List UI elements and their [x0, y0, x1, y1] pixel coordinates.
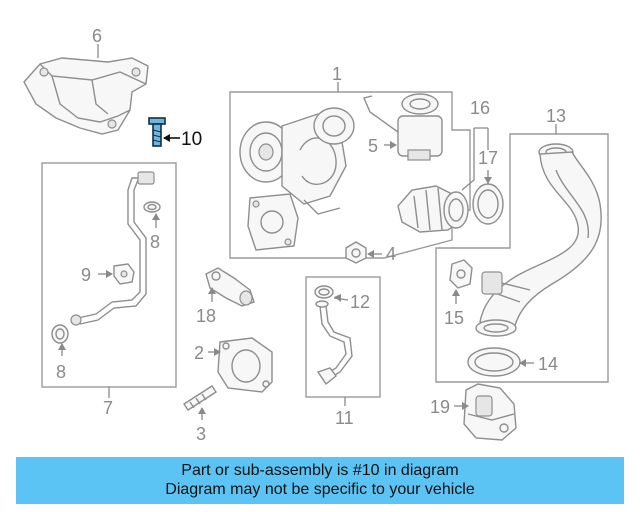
seal-ring-part-14 [467, 347, 521, 377]
callout-4: 4 [386, 244, 396, 264]
gasket-part-17 [472, 183, 504, 225]
callout-13: 13 [546, 106, 566, 126]
callout-1: 1 [332, 64, 342, 84]
bracket-part-9 [113, 263, 135, 285]
callout-8-upper: 8 [150, 232, 160, 252]
callout-7: 7 [103, 398, 113, 418]
washer-part-8-bottom [51, 324, 69, 344]
info-banner: Part or sub-assembly is #10 in diagram D… [16, 457, 624, 504]
bolt-part-10[interactable] [148, 117, 166, 147]
callout-16: 16 [470, 98, 490, 118]
intake-pipe-part-16 [397, 185, 469, 233]
callout-11: 11 [335, 408, 354, 428]
callout-18: 18 [196, 306, 216, 326]
turbocharger-part-1 [239, 107, 355, 251]
callout-14: 14 [538, 354, 558, 374]
callout-3: 3 [196, 424, 206, 444]
sensor-part-18 [205, 267, 255, 307]
callout-6: 6 [92, 26, 102, 46]
callout-2: 2 [194, 343, 204, 363]
group-box-11 [305, 276, 381, 398]
nut-part-4 [345, 241, 367, 264]
callout-9: 9 [81, 265, 91, 285]
callout-10: 10 [181, 129, 202, 150]
group-box-13 [435, 133, 609, 383]
callout-15: 15 [444, 308, 464, 328]
callout-19: 19 [430, 397, 450, 417]
actuator-part-5 [363, 93, 443, 161]
washer-part-8-top [143, 201, 161, 213]
gasket-part-12 [314, 285, 334, 299]
callout-5: 5 [368, 136, 378, 156]
banner-line-2: Diagram may not be specific to your vehi… [165, 481, 475, 498]
stud-part-3 [183, 385, 217, 411]
drain-line-part-11 [315, 300, 353, 386]
callout-17: 17 [478, 148, 498, 168]
callout-8-lower: 8 [56, 362, 66, 382]
heat-shield-part-6 [23, 57, 149, 135]
banner-line-1: Part or sub-assembly is #10 in diagram [181, 462, 459, 479]
callout-12: 12 [350, 292, 370, 312]
oil-line-part-7 [70, 171, 155, 326]
bracket-part-19 [463, 383, 517, 441]
sensor-part-15 [449, 259, 473, 289]
gasket-part-2 [217, 337, 273, 393]
charge-pipe-part-13 [475, 143, 602, 337]
